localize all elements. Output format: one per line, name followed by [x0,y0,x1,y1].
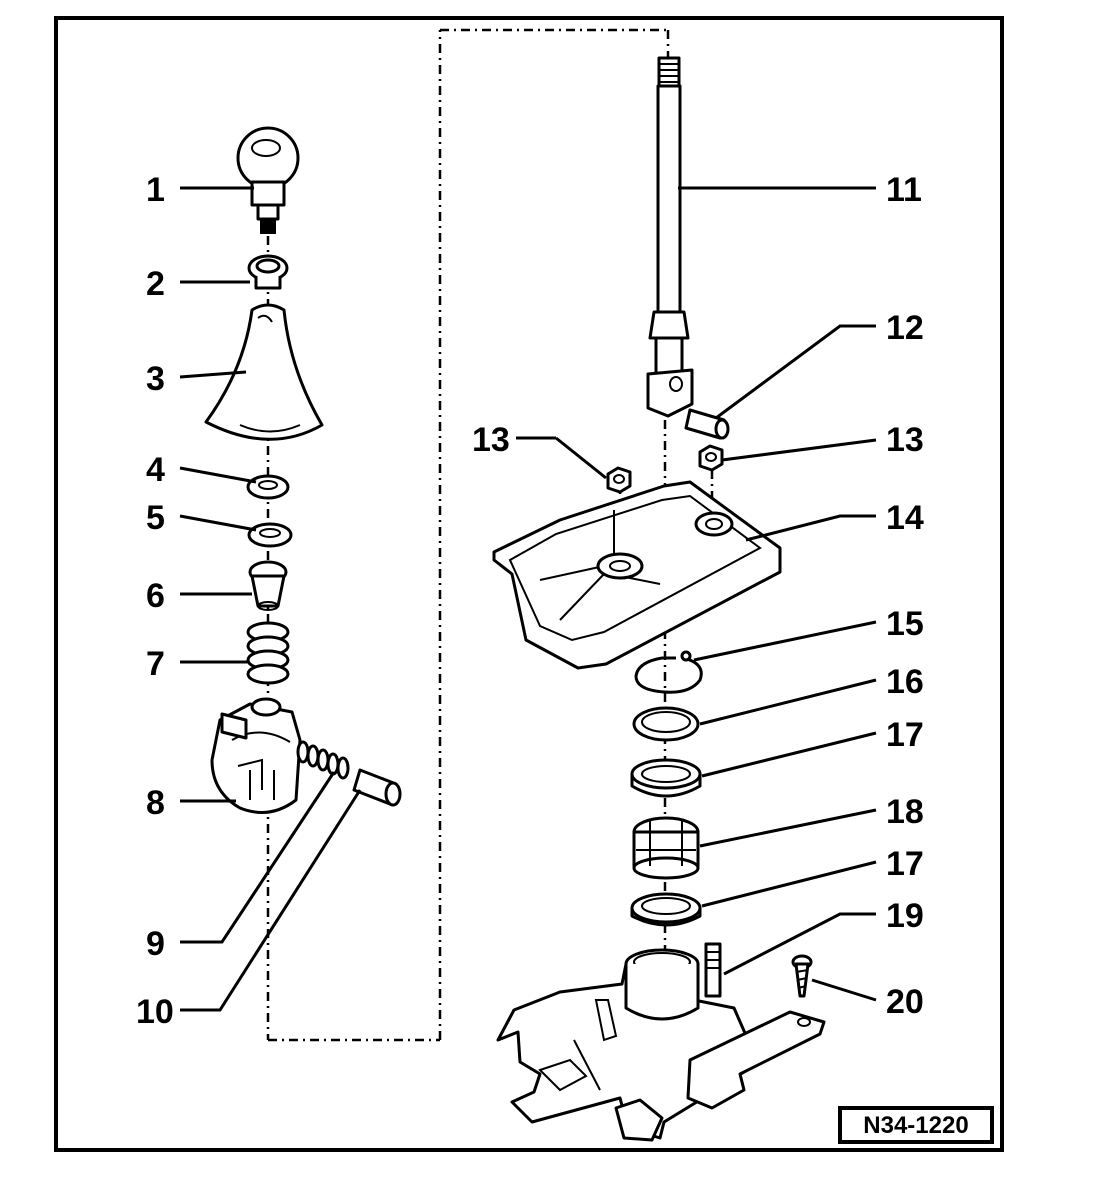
collar-part [247,254,289,290]
circlip-part-15 [634,650,703,694]
label-9: 9 [146,925,165,963]
spring-part-7 [246,621,290,685]
label-18: 18 [886,793,924,831]
washer-part-5 [247,522,293,548]
housing-part-19 [496,942,826,1142]
reference-code: N34-1220 [863,1112,968,1139]
shift-boot-part [204,303,324,441]
label-20: 20 [886,983,924,1021]
guide-part-6 [248,560,288,611]
screw-part-20 [791,954,813,998]
label-3: 3 [146,360,165,398]
label-15: 15 [886,605,924,643]
label-11: 11 [886,171,922,209]
bearing-shell-part-17-lower [630,892,702,927]
label-12: 12 [886,309,924,347]
nut-part-13-right [698,444,724,472]
callout-labels: 1 2 3 4 5 6 7 8 9 10 11 12 13 13 14 15 1… [136,171,924,1031]
label-7: 7 [146,645,165,683]
label-17-lower: 17 [886,845,924,883]
label-1: 1 [146,171,165,209]
leader-lines [179,186,877,1012]
nut-part-13-left [606,466,632,494]
cover-plate-part-14 [492,480,782,670]
reference-code-box: N34-1220 [838,1106,994,1144]
label-19: 19 [886,897,924,935]
label-13-right: 13 [886,421,924,459]
diagram-frame [54,16,1004,1152]
label-10: 10 [136,993,174,1031]
gear-knob-part [236,126,300,234]
label-8: 8 [146,784,165,822]
ring-part-4 [246,474,290,500]
label-5: 5 [146,499,165,537]
label-13-left: 13 [472,421,510,459]
o-ring-part-16 [632,706,700,742]
label-14: 14 [886,499,924,537]
pin-part-10 [352,768,402,807]
label-6: 6 [146,577,165,615]
label-2: 2 [146,265,165,303]
label-4: 4 [146,451,165,489]
bearing-housing-part-8 [210,697,302,814]
bearing-shell-part-17-upper [630,758,702,798]
label-16: 16 [886,663,924,701]
spring-part-9 [296,740,350,780]
pin-part-12 [684,408,730,440]
shift-rod-part-11 [646,56,694,418]
label-17-upper: 17 [886,716,924,754]
shift-bearing-part-18 [632,816,700,880]
